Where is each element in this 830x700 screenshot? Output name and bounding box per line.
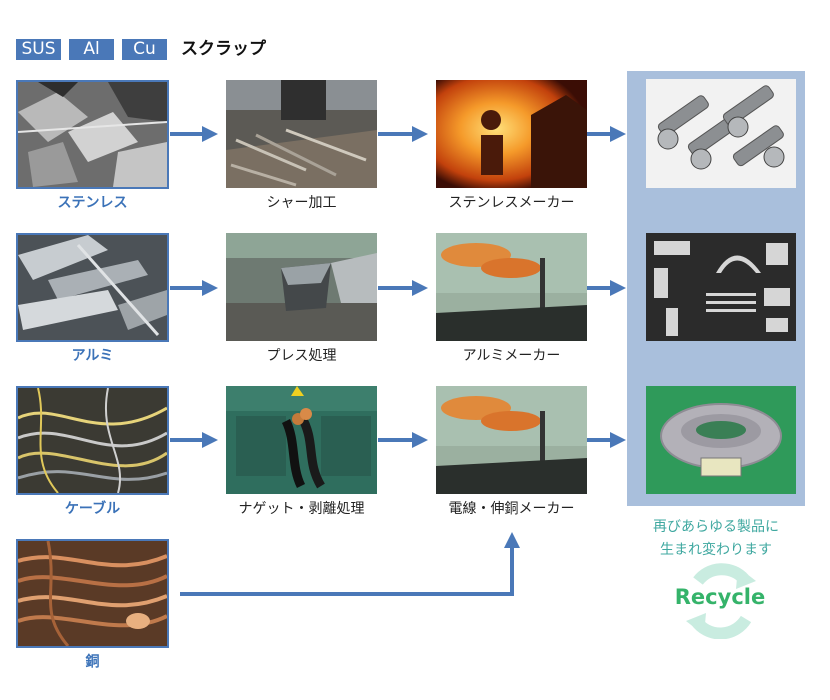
scrap-label-aluminium: アルミ xyxy=(71,348,114,364)
process-label-nugget: ナゲット・剥離処理 xyxy=(238,501,365,517)
scrap-label-copper: 銅 xyxy=(85,654,100,670)
product-cable-coil-photo xyxy=(646,386,796,494)
badge-sus: SUS xyxy=(16,39,61,60)
process-label-shear: シャー加工 xyxy=(266,195,337,211)
scrap-label-stainless: ステンレス xyxy=(57,195,128,211)
arrow-copper-to-maker xyxy=(180,532,520,596)
products-caption-line1: 再びあらゆる製品に xyxy=(653,519,779,535)
maker-label-cable: 電線・伸銅メーカー xyxy=(448,501,575,517)
stainless-scrap-photo xyxy=(16,80,169,189)
scrap-label-cable: ケーブル xyxy=(64,501,121,517)
product-bolts-photo xyxy=(646,79,796,188)
badge-al: Al xyxy=(69,39,114,60)
products-caption-line2: 生まれ変わります xyxy=(660,542,772,558)
shear-process-photo xyxy=(226,80,377,188)
products-caption: 再びあらゆる製品に 生まれ変わります xyxy=(627,516,805,562)
press-process-photo xyxy=(226,233,377,341)
maker-label-aluminium: アルミメーカー xyxy=(462,348,561,364)
process-label-press: プレス処理 xyxy=(266,348,337,364)
maker-label-stainless: ステンレスメーカー xyxy=(448,195,575,211)
recycle-label: Recycle xyxy=(674,585,766,609)
aluminium-maker-photo xyxy=(436,233,587,341)
copper-scrap-photo xyxy=(16,539,169,648)
cable-scrap-photo xyxy=(16,386,169,495)
aluminium-scrap-photo xyxy=(16,233,169,342)
cable-maker-photo xyxy=(436,386,587,494)
badge-cu: Cu xyxy=(122,39,167,60)
page-title: スクラップ xyxy=(181,39,266,59)
recycle-arrows-icon xyxy=(686,563,756,639)
stainless-maker-photo xyxy=(436,80,587,188)
nugget-process-photo xyxy=(226,386,377,494)
product-aluminium-profiles-photo xyxy=(646,233,796,341)
